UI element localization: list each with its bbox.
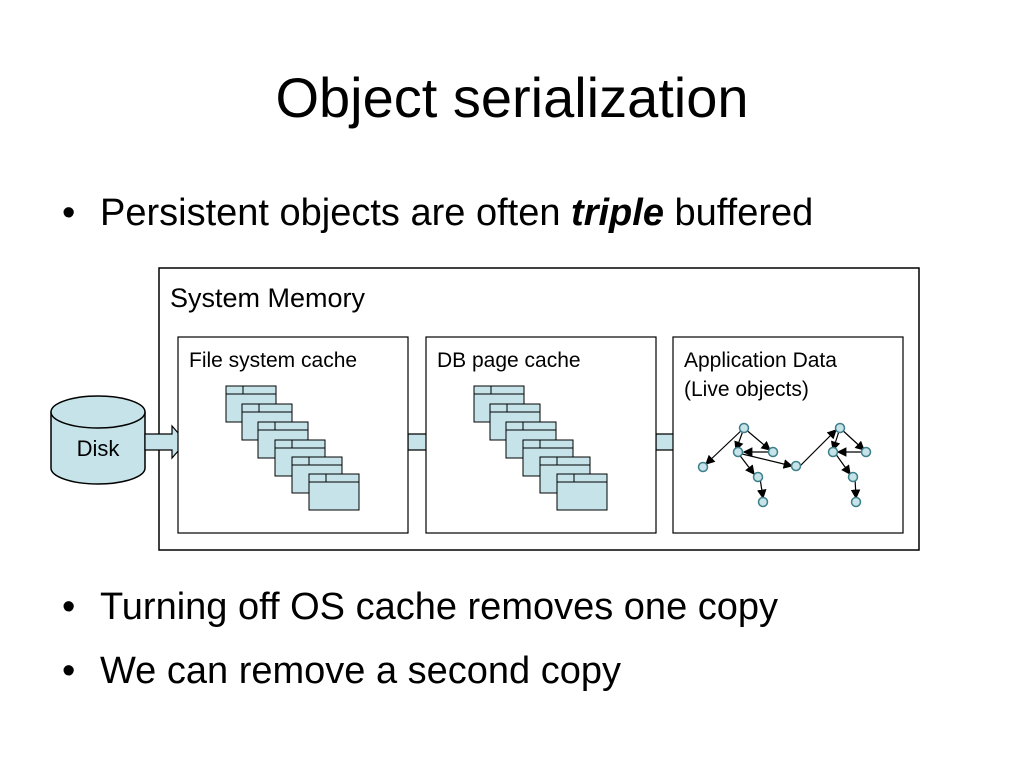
bullet-text: Turning off OS cache removes one copy	[100, 586, 779, 628]
file-system-page-stack	[225, 385, 360, 511]
bullet-text: Persistent objects are often	[100, 192, 561, 234]
application-data-box	[672, 336, 904, 534]
bullet-os-cache: • Turning off OS cache removes one copy	[62, 584, 778, 630]
application-data-label: Application Data	[684, 349, 837, 372]
bullet-text-end: buffered	[674, 192, 814, 234]
db-page-cache-label: DB page cache	[437, 349, 581, 372]
bullet-marker: •	[62, 192, 76, 234]
bullet-emphasis: triple	[571, 192, 664, 234]
disk-label: Disk	[77, 436, 121, 461]
bullet-second-copy: • We can remove a second copy	[62, 648, 621, 694]
bullet-marker: •	[62, 586, 76, 628]
db-page-stack	[473, 385, 608, 511]
object-nodes	[697, 422, 872, 508]
slide-title: Object serialization	[275, 66, 749, 129]
disk-cylinder: Disk	[50, 395, 146, 485]
bullet-marker: •	[62, 650, 76, 692]
application-data-sublabel: (Live objects)	[684, 378, 809, 401]
system-memory-label: System Memory	[170, 283, 366, 313]
bullet-triple-buffered: • Persistent objects are often triple buf…	[62, 190, 813, 236]
file-system-cache-label: File system cache	[189, 349, 357, 372]
bullet-text: We can remove a second copy	[100, 650, 622, 692]
